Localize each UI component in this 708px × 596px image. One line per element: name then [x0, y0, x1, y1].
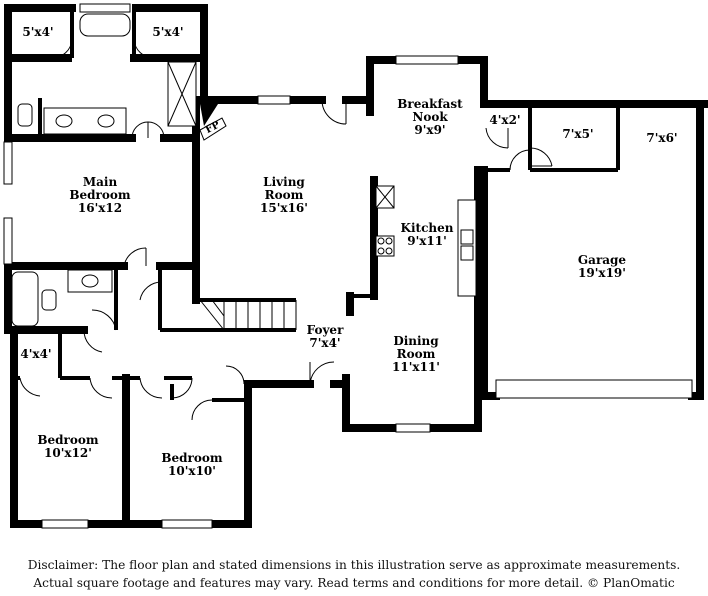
floor-plan: 5'x4' 5'x4' Main Bedroom 16'x12 FP Livin… [3, 3, 708, 529]
bedroom-1-name: Bedroom [37, 433, 98, 447]
bedroom-2-name: Bedroom [161, 451, 222, 465]
living-room-dim: 15'x16' [260, 201, 308, 215]
breakfast-nook-name-1: Breakfast [397, 97, 463, 111]
storage-b-dim: 7'x6' [646, 131, 677, 145]
storage-a-dim: 7'x5' [562, 127, 593, 141]
bedroom-1-dim: 10'x12' [44, 446, 92, 460]
main-bedroom-name-2: Bedroom [69, 188, 130, 202]
main-bedroom-name-1: Main [83, 175, 118, 189]
hall-closet-dim: 4'x4' [20, 347, 51, 361]
foyer-name: Foyer [307, 323, 344, 337]
room-labels: 5'x4' 5'x4' Main Bedroom 16'x12 FP Livin… [20, 25, 677, 478]
bedroom-2-dim: 10'x10' [168, 464, 216, 478]
living-room-name-1: Living [263, 175, 305, 189]
disclaimer: Disclaimer: The floor plan and stated di… [0, 556, 708, 592]
dining-room-name-2: Room [397, 347, 436, 361]
fireplace-icon [199, 117, 227, 141]
disclaimer-line-2: Actual square footage and features may v… [33, 576, 675, 590]
walls [4, 4, 708, 528]
main-bedroom-dim: 16'x12 [78, 201, 122, 215]
windows [3, 3, 693, 529]
foyer-dim: 7'x4' [309, 336, 340, 350]
closet-right-dim: 5'x4' [152, 25, 183, 39]
fixtures [11, 13, 477, 331]
dining-room-name-1: Dining [393, 334, 439, 348]
doors [19, 39, 553, 421]
breakfast-nook-name-2: Nook [412, 110, 448, 124]
closet-left-dim: 5'x4' [22, 25, 53, 39]
pantry-dim: 4'x2' [489, 113, 520, 127]
disclaimer-line-1: Disclaimer: The floor plan and stated di… [27, 558, 681, 572]
garage-name: Garage [578, 253, 627, 267]
kitchen-name: Kitchen [401, 221, 454, 235]
living-room-name-2: Room [265, 188, 304, 202]
stairs [196, 298, 297, 331]
dining-room-dim: 11'x11' [392, 360, 440, 374]
breakfast-nook-dim: 9'x9' [414, 123, 445, 137]
garage-dim: 19'x19' [578, 266, 626, 280]
kitchen-dim: 9'x11' [407, 234, 447, 248]
